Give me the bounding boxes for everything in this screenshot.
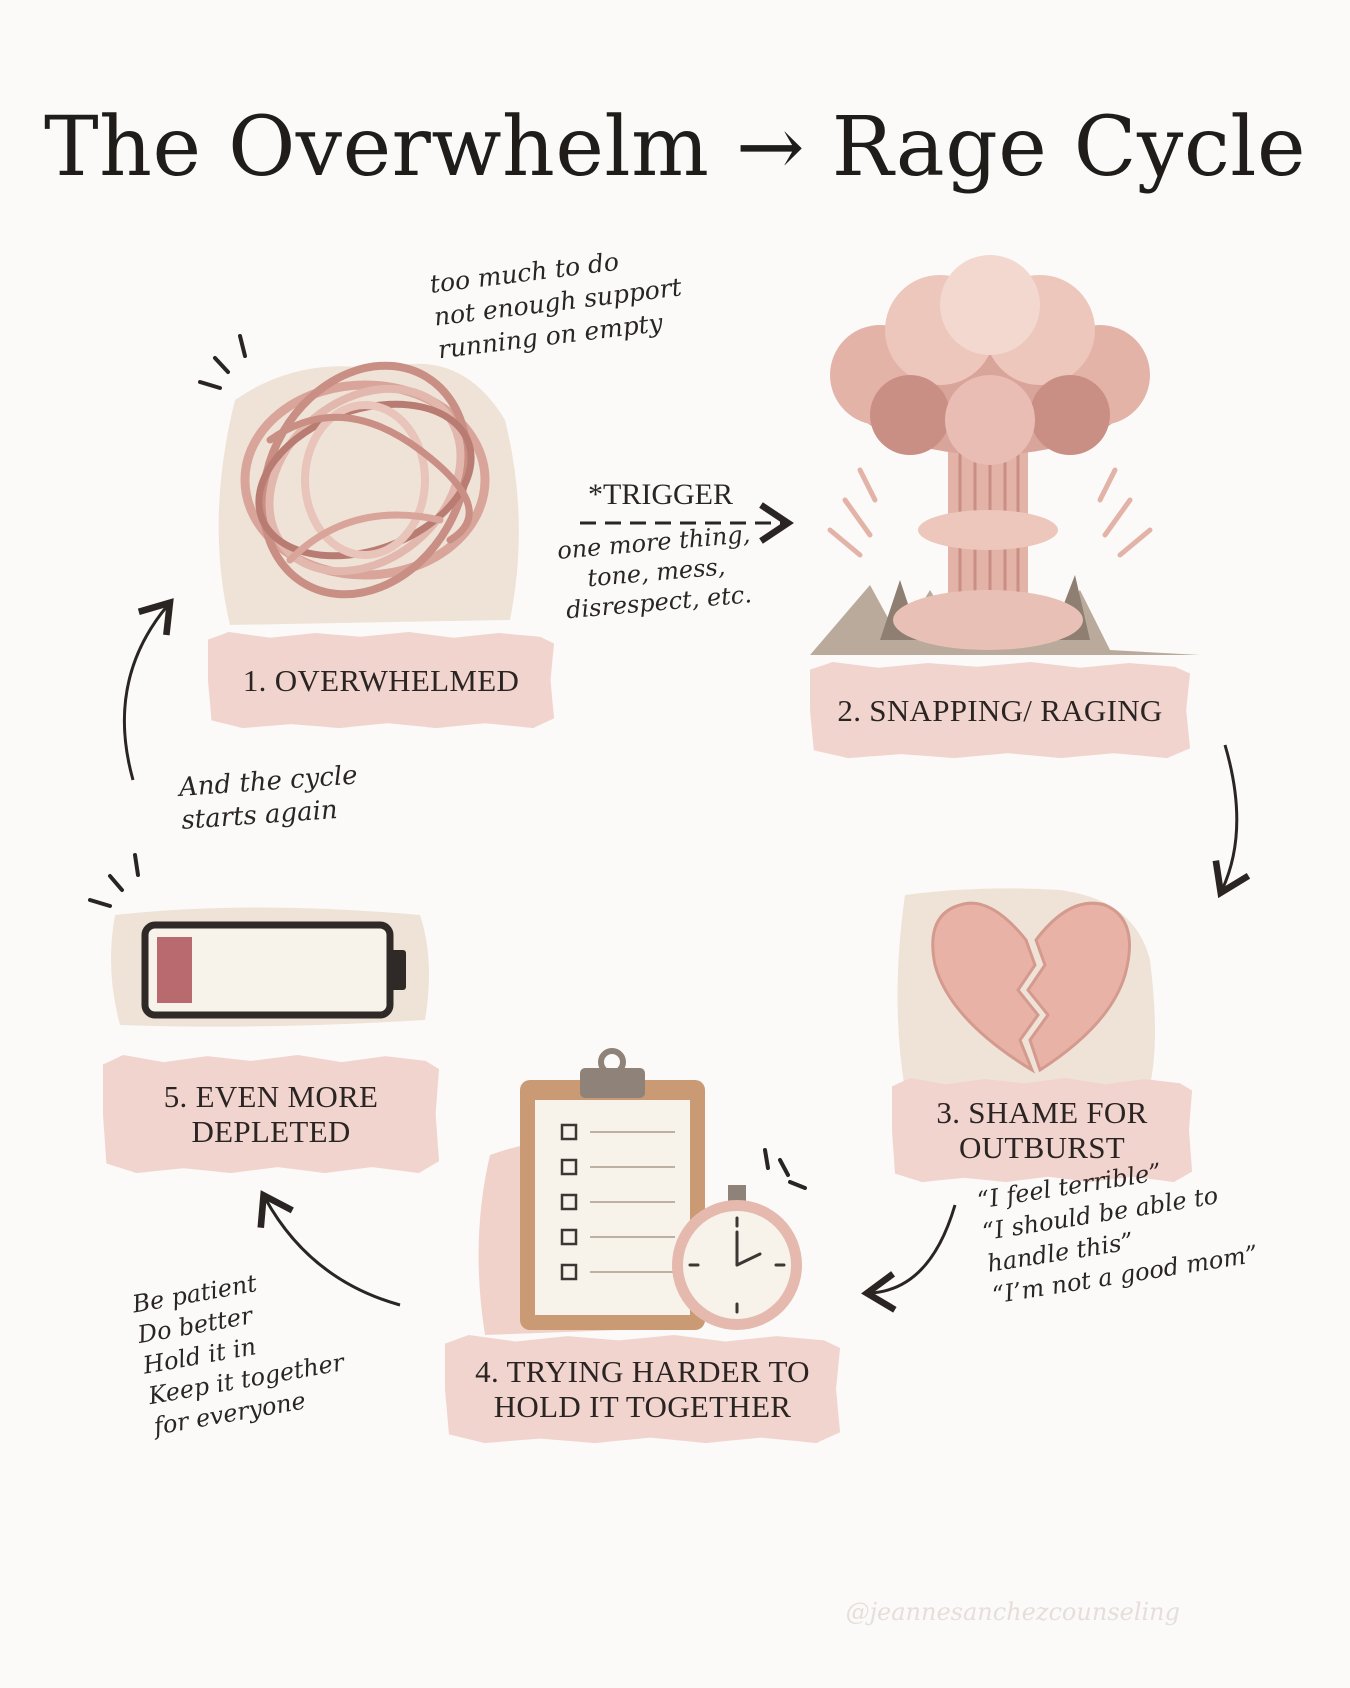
arrow-2-to-3 xyxy=(1212,744,1251,899)
trigger-examples-note: one more thing, tone, mess, disrespect, … xyxy=(556,520,753,625)
broken-heart-icon xyxy=(897,888,1155,1090)
cycle-note: And the cycle starts again xyxy=(178,760,359,836)
mushroom-cloud-icon xyxy=(810,255,1200,655)
arrow-3-to-4 xyxy=(861,1204,957,1313)
flow-arrows xyxy=(122,502,1251,1313)
low-battery-icon xyxy=(88,853,429,1027)
page-title: The Overwhelm → Rage Cycle xyxy=(43,100,1307,195)
arrow-4-to-5 xyxy=(257,1190,401,1307)
stage-label-overwhelmed: 1. OVERWHELMED xyxy=(208,632,554,728)
stage-label-shame: 3. SHAME FOR OUTBURST xyxy=(892,1078,1192,1182)
stage-label-line: 5. EVEN MORE xyxy=(163,1079,379,1114)
clipboard-checklist-icon xyxy=(478,1048,705,1335)
watermark: @jeannesanchezcounseling xyxy=(845,1598,1180,1626)
stage-label-line: 3. SHAME FOR xyxy=(936,1095,1148,1130)
trigger-label: *TRIGGER xyxy=(588,478,733,511)
stage-label-snapping-raging: 2. SNAPPING/ RAGING xyxy=(810,662,1190,758)
stage-label-line: 4. TRYING HARDER TO xyxy=(475,1354,810,1389)
stage-label-line: 1. OVERWHELMED xyxy=(242,662,520,698)
stage-label-depleted: 5. EVEN MORE DEPLETED xyxy=(103,1055,439,1173)
tangled-yarn-icon xyxy=(198,334,519,625)
stage-label-line: OUTBURST xyxy=(958,1130,1126,1165)
stage-label-line: DEPLETED xyxy=(191,1114,351,1149)
stage-label-trying-harder: 4. TRYING HARDER TO HOLD IT TOGETHER xyxy=(445,1335,840,1443)
stage-label-line: 2. SNAPPING/ RAGING xyxy=(837,692,1163,728)
stopwatch-icon xyxy=(672,1148,807,1330)
stage-label-line: HOLD IT TOGETHER xyxy=(493,1389,792,1424)
arrow-5-to-1 xyxy=(122,598,174,781)
